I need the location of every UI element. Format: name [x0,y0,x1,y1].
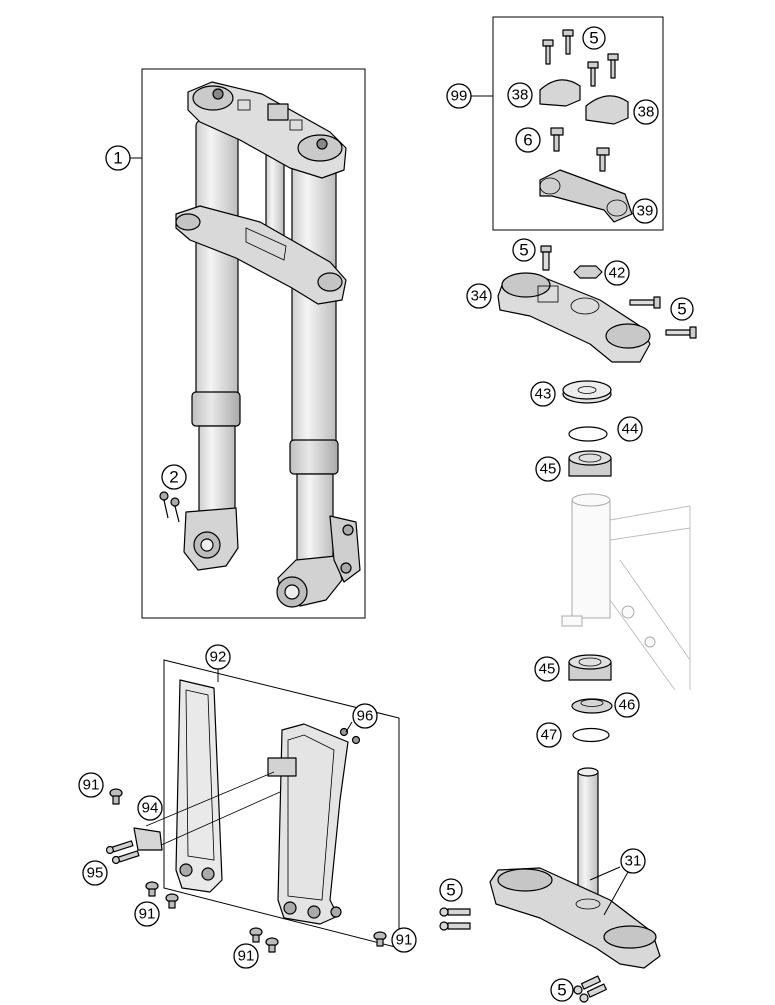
svg-text:47: 47 [541,727,558,744]
callout-5e: 5 [550,978,574,1002]
svg-text:31: 31 [625,853,642,870]
svg-text:42: 42 [609,265,626,282]
callout-43: 43 [530,381,556,407]
callout-5c: 5 [670,297,694,321]
svg-text:45: 45 [540,461,557,478]
callout-45b: 45 [534,656,560,682]
callout-38a: 38 [507,82,533,108]
callout-47: 47 [536,722,562,748]
callout-92: 92 [205,644,231,670]
handlebar-clamp-parts [539,29,633,223]
svg-text:38: 38 [512,87,529,104]
svg-text:91: 91 [139,906,156,923]
svg-text:99: 99 [451,88,468,105]
bearings-stack [562,380,613,743]
svg-text:43: 43 [535,386,552,403]
callout-5a: 5 [582,26,606,50]
svg-text:5: 5 [589,29,598,48]
bolt-pair-2 [159,491,180,523]
callout-46: 46 [614,692,640,718]
callout-91c: 91 [233,943,259,969]
svg-text:6: 6 [523,131,532,150]
svg-text:34: 34 [471,288,488,305]
callout-2: 2 [161,464,187,490]
svg-text:5: 5 [446,881,455,900]
svg-text:5: 5 [677,300,686,319]
svg-text:95: 95 [87,865,104,882]
callout-38b: 38 [633,99,659,125]
callout-96: 96 [352,703,378,729]
svg-text:38: 38 [638,104,655,121]
callout-42: 42 [604,260,630,286]
callout-5d: 5 [439,878,463,902]
svg-text:46: 46 [619,697,636,714]
lower-triple-clamp-31 [439,767,661,1003]
svg-text:2: 2 [169,468,178,487]
svg-text:91: 91 [83,777,100,794]
callout-6: 6 [515,127,541,153]
callout-39: 39 [632,198,658,224]
callout-45a: 45 [535,456,561,482]
svg-text:5: 5 [557,981,566,1000]
callout-91d: 91 [391,927,417,953]
callout-34: 34 [466,283,492,309]
svg-text:92: 92 [210,649,227,666]
leader-lines [130,95,629,916]
svg-text:91: 91 [396,932,413,949]
frame-steering-head-ghost [561,493,691,691]
callout-5b: 5 [512,238,536,262]
svg-text:45: 45 [539,661,556,678]
callout-44: 44 [617,416,643,442]
callout-95: 95 [82,860,108,886]
callout-1: 1 [105,145,131,171]
callout-99: 99 [446,83,472,109]
callout-94: 94 [137,795,163,821]
upper-triple-clamp-34 [497,245,697,363]
svg-text:5: 5 [519,241,528,260]
svg-text:44: 44 [622,421,639,438]
fork-assembly [175,81,361,608]
fork-protectors [105,679,387,953]
svg-text:91: 91 [238,948,255,965]
svg-text:1: 1 [113,149,122,168]
svg-text:94: 94 [142,800,159,817]
callout-31: 31 [620,848,646,874]
handlebar-clamp-frame [492,16,664,231]
callout-91a: 91 [78,772,104,798]
fork-assembly-frame [141,68,366,619]
svg-text:39: 39 [637,203,654,220]
callout-91b: 91 [134,901,160,927]
svg-text:96: 96 [357,708,374,725]
